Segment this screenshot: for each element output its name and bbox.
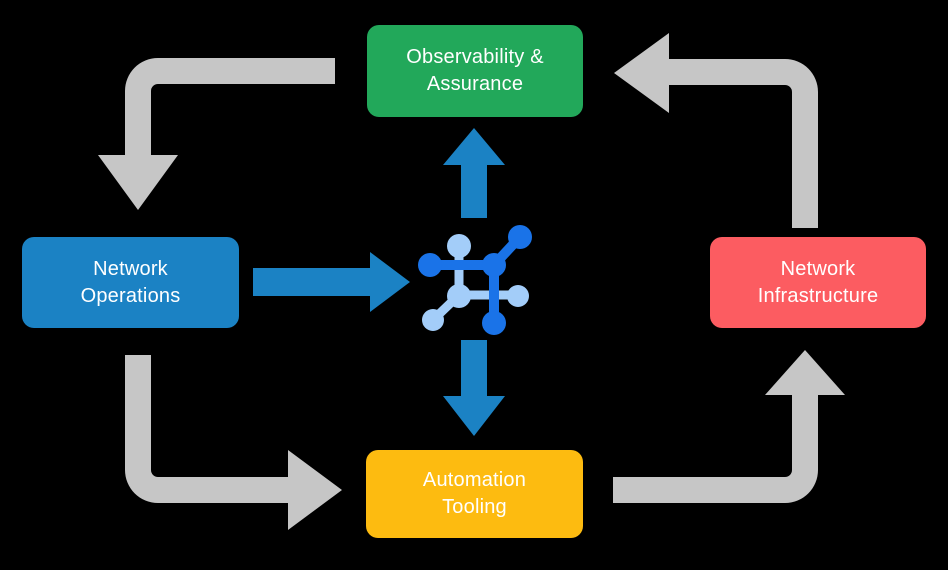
connector-observability-to-operations bbox=[98, 58, 335, 210]
node-network-operations[interactable]: Network Operations bbox=[22, 237, 239, 328]
node-network-operations-label: Network Operations bbox=[80, 257, 181, 307]
connector-operations-to-automation bbox=[125, 355, 342, 530]
node-network-infrastructure-label: Network Infrastructure bbox=[757, 257, 879, 307]
node-automation-tooling[interactable]: Automation Tooling bbox=[366, 450, 583, 538]
node-network-infrastructure[interactable]: Network Infrastructure bbox=[710, 237, 926, 328]
node-observability-assurance-label: Observability & Assurance bbox=[406, 46, 544, 95]
node-automation-tooling-label: Automation Tooling bbox=[422, 469, 527, 518]
connector-operations-to-center bbox=[253, 252, 410, 312]
network-topology-icon bbox=[418, 225, 532, 335]
node-observability-assurance[interactable]: Observability & Assurance bbox=[367, 25, 583, 117]
connector-automation-to-infrastructure bbox=[613, 350, 845, 503]
connector-center-to-automation bbox=[443, 340, 505, 436]
connector-center-to-observability bbox=[443, 128, 505, 218]
connector-infrastructure-to-observability bbox=[614, 33, 818, 228]
